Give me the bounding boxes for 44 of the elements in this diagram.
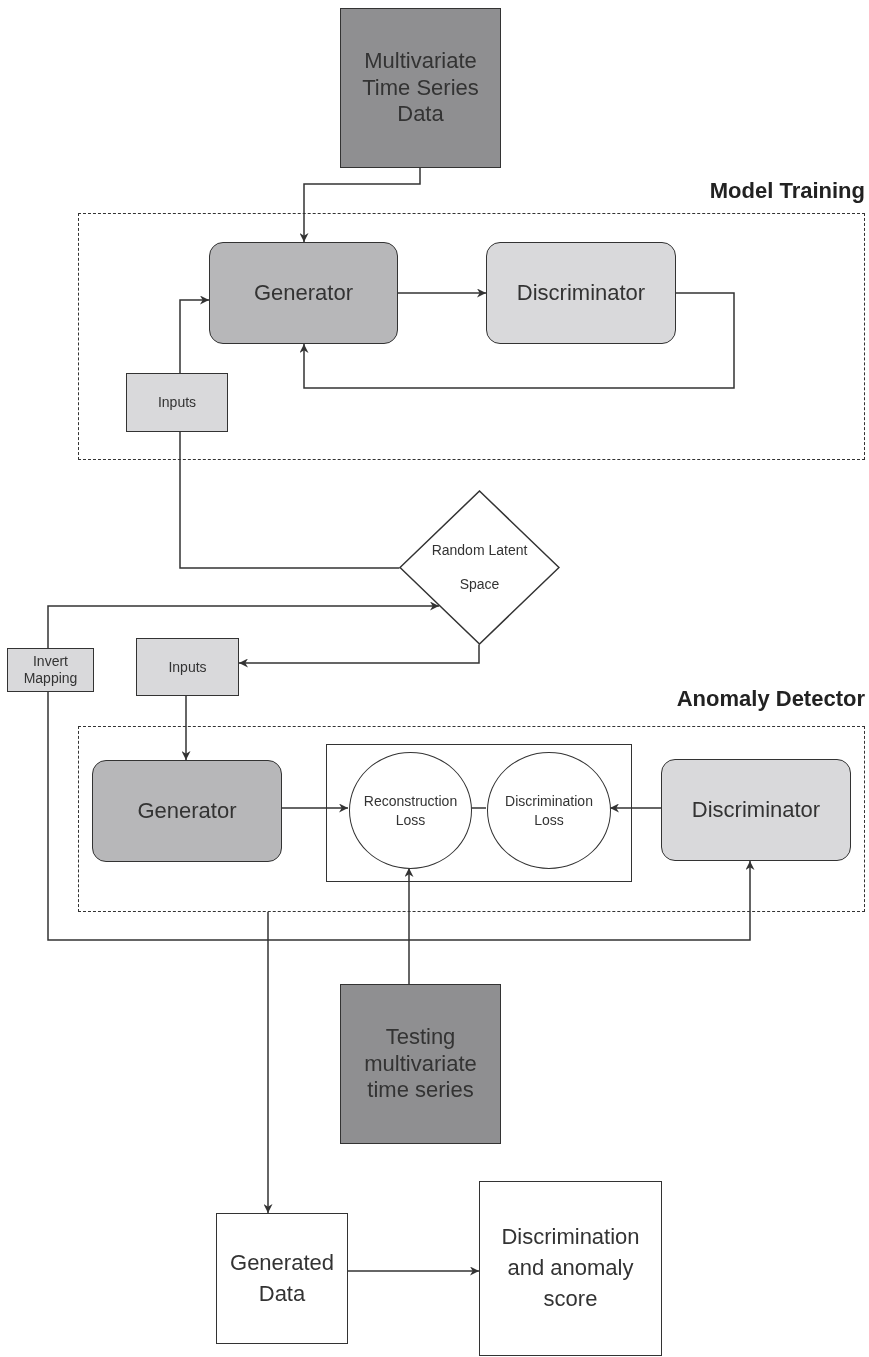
node-label: Discriminator (691, 796, 821, 824)
node-label: Reconstruction Loss (362, 792, 459, 829)
node-label: Multivariate Time Series Data (361, 48, 480, 128)
container-box (326, 744, 632, 882)
arrow (47, 691, 755, 941)
process-box (92, 760, 282, 862)
node-label: Random Latent Space (430, 540, 529, 594)
arrow (299, 167, 421, 243)
arrow (238, 643, 480, 668)
node-label: Inputs (157, 394, 197, 411)
arrow (281, 803, 349, 813)
node-label: Generated Data (229, 1248, 335, 1308)
process-box (209, 242, 398, 344)
process-box (661, 759, 851, 861)
node-label: Testing multivariate time series (363, 1024, 478, 1104)
node-label: Inputs (168, 658, 207, 676)
process-box (479, 1181, 662, 1356)
connector-line (470, 807, 487, 809)
process-box (486, 242, 676, 344)
arrow (404, 867, 414, 985)
arrow (299, 292, 735, 389)
process-box (126, 373, 228, 432)
group-title: Model Training (709, 178, 865, 204)
group-title: Anomaly Detector (676, 686, 865, 712)
node-label: Discrimination and anomaly score (500, 1223, 641, 1313)
arrow (609, 803, 662, 813)
node-label: Invert Mapping (22, 652, 79, 688)
arrow (347, 1266, 480, 1276)
node-label: Discrimination Loss (504, 792, 594, 829)
node-label: Generator (253, 279, 354, 307)
process-box (340, 984, 501, 1144)
arrow (263, 911, 273, 1214)
node-label: Discriminator (516, 279, 646, 307)
arrow (179, 295, 210, 374)
arrow (47, 601, 440, 649)
arrow (181, 695, 191, 761)
process-box (216, 1213, 348, 1344)
connector-line (179, 431, 401, 569)
process-box (340, 8, 501, 168)
decision-diamond (399, 490, 560, 645)
process-box (136, 638, 239, 696)
process-box (7, 648, 94, 692)
arrow (397, 288, 487, 298)
node-label: Generator (137, 797, 237, 825)
